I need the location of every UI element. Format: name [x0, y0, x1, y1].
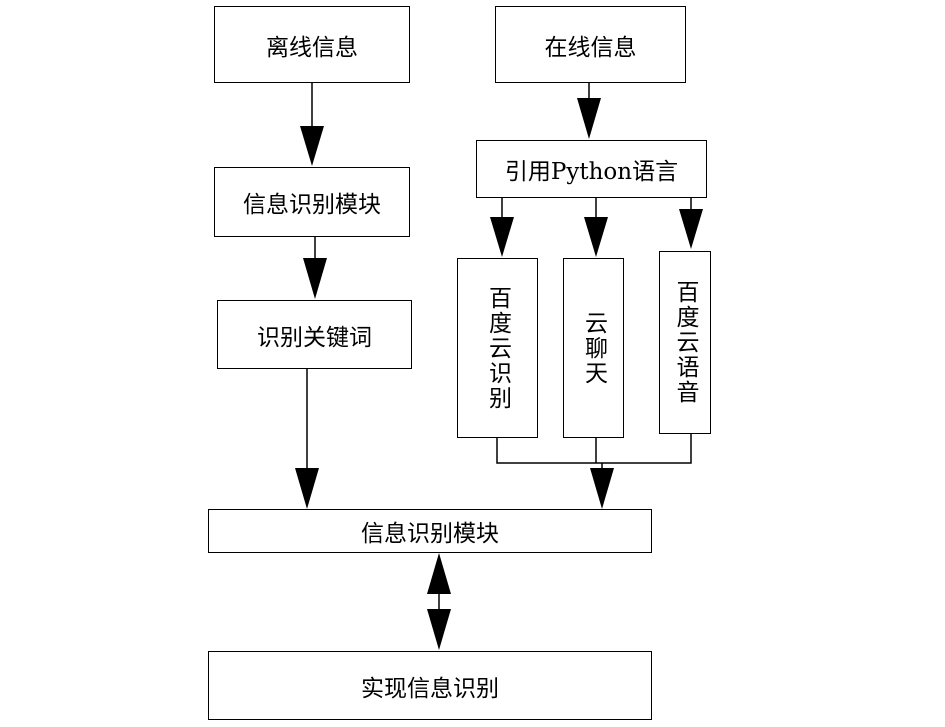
arrowhead — [577, 98, 601, 139]
arrowhead-up — [427, 553, 451, 594]
node-info-recognition-module: 信息识别模块 — [208, 509, 652, 553]
node-offline-info: 离线信息 — [214, 6, 410, 83]
arrowhead — [295, 468, 319, 509]
node-baidu-cloud-voice: 百度云语音 — [659, 251, 711, 434]
node-recognize-keywords: 识别关键词 — [217, 300, 412, 369]
arrowhead — [490, 217, 514, 257]
node-info-recognition-module-left: 信息识别模块 — [214, 167, 410, 237]
arrowhead-down — [427, 609, 451, 650]
node-use-python: 引用Python语言 — [476, 140, 707, 198]
arrowhead — [679, 209, 703, 249]
node-realize-info-recognition: 实现信息识别 — [208, 651, 652, 720]
node-baidu-cloud-recognition: 百度云识别 — [457, 258, 538, 438]
arrowhead — [590, 468, 614, 509]
arrowhead — [303, 258, 327, 299]
arrowhead — [584, 217, 608, 257]
node-cloud-chat: 云聊天 — [563, 258, 624, 438]
merge-connector — [496, 433, 692, 464]
node-online-info: 在线信息 — [495, 6, 686, 83]
arrowhead — [300, 126, 324, 166]
